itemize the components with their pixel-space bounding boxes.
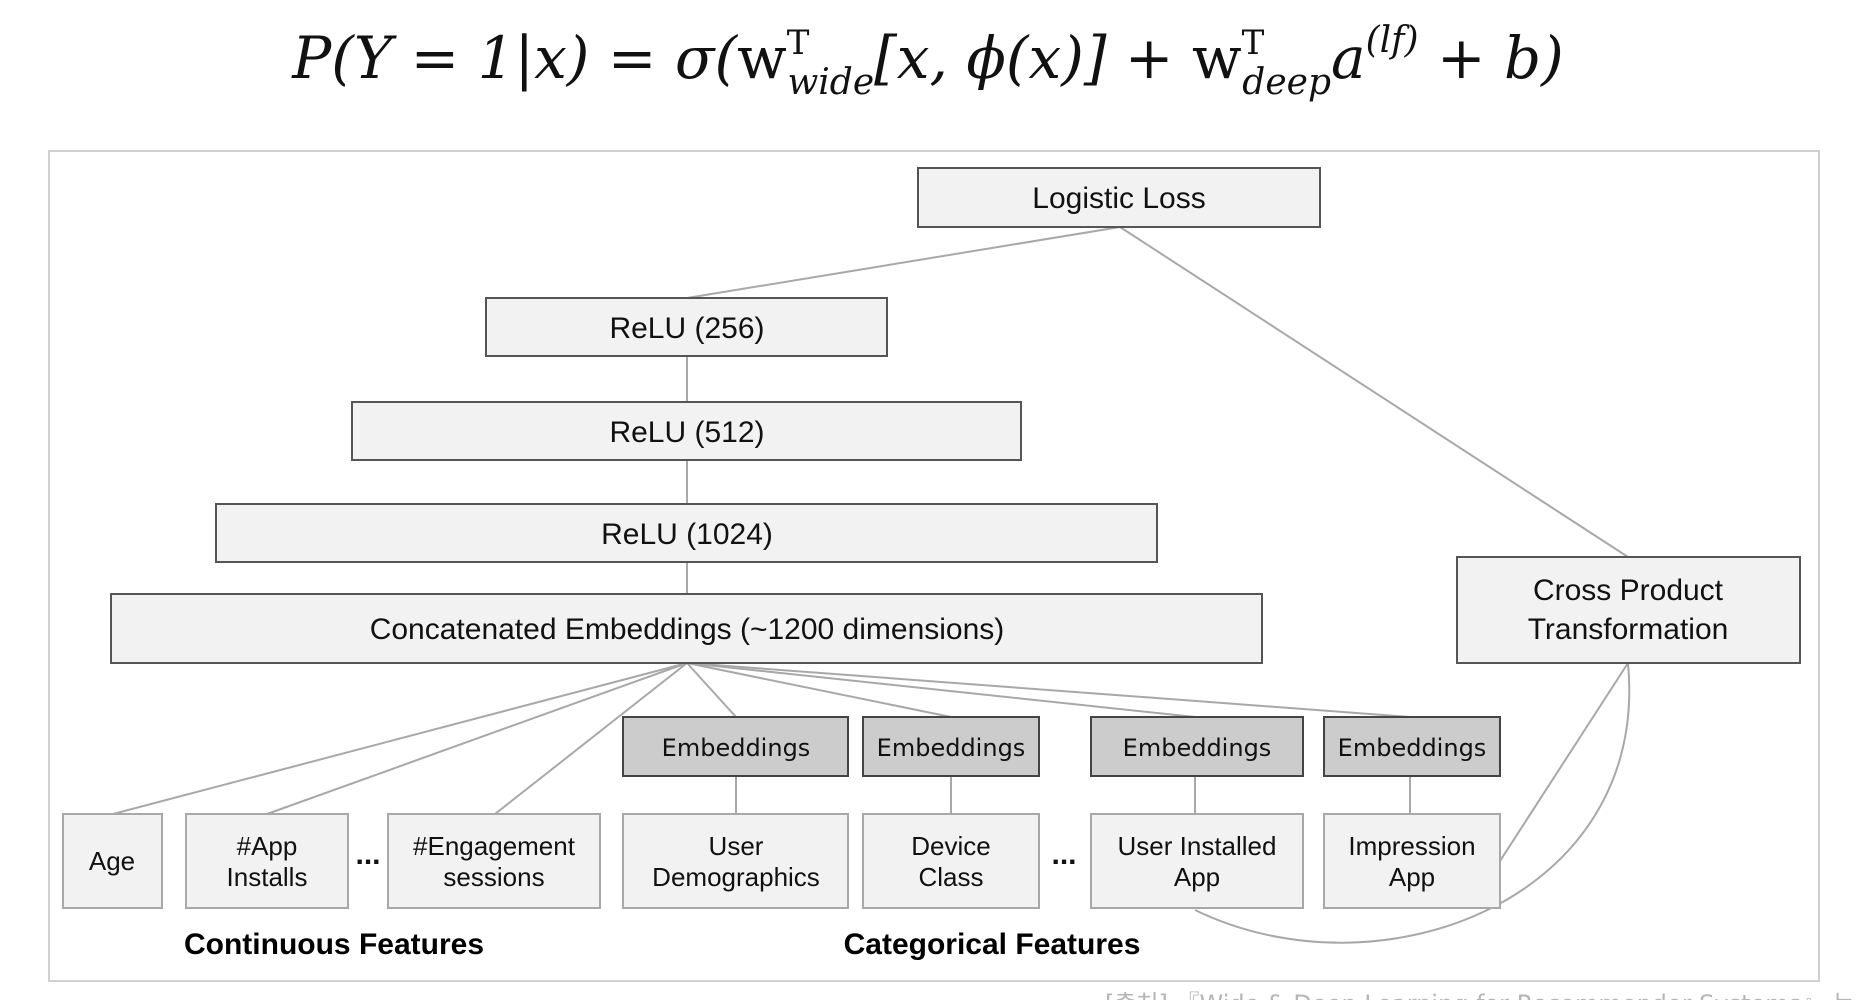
continuous-features: Age #App Installs ... #Engagement sessio… bbox=[62, 813, 601, 961]
feature-label-impression-line1: Impression bbox=[1348, 831, 1475, 861]
feature-box-user-demographics bbox=[622, 813, 849, 909]
formula-w-deep-sub: deep bbox=[1242, 62, 1331, 103]
formula-w-deep-sup: T bbox=[1242, 23, 1265, 63]
embedding-boxes: Embeddings Embeddings Embeddings Embeddi… bbox=[622, 716, 1501, 777]
logistic-loss-node: Logistic Loss bbox=[917, 167, 1321, 228]
relu-256-node: ReLU (256) bbox=[485, 297, 888, 357]
formula-rhs: + b) bbox=[1419, 24, 1564, 92]
line-loss-to-relu256 bbox=[686, 226, 1121, 299]
cross-product-node: Cross Product Transformation bbox=[1456, 556, 1801, 664]
feature-label-age: Age bbox=[89, 846, 135, 876]
cross-product-box bbox=[1456, 556, 1801, 664]
line-crossproduct-impressionapp bbox=[1499, 662, 1629, 862]
embedding-box bbox=[622, 716, 849, 777]
formula-mid: [x, ϕ(x)] + bbox=[874, 24, 1192, 92]
formula-a: a bbox=[1331, 24, 1366, 92]
line-concat-engagement bbox=[494, 662, 688, 815]
line-concat-emb2 bbox=[686, 662, 952, 718]
categorical-features-label: Categorical Features bbox=[844, 928, 1141, 961]
embedding-label: Embeddings bbox=[1338, 734, 1487, 762]
line-concat-emb4 bbox=[686, 662, 1411, 718]
embedding-box bbox=[1323, 716, 1501, 777]
formula-a-sup: (lf) bbox=[1366, 20, 1419, 61]
embedding-box bbox=[1090, 716, 1304, 777]
feature-label-demographics-line2: Demographics bbox=[652, 862, 820, 892]
categorical-features: User Demographics Device Class ... User … bbox=[622, 813, 1501, 961]
embedding-label: Embeddings bbox=[877, 734, 1026, 762]
line-concat-appinstalls bbox=[266, 662, 688, 815]
concat-embeddings-label: Concatenated Embeddings (~1200 dimension… bbox=[370, 613, 1005, 646]
cross-product-label-line2: Transformation bbox=[1528, 613, 1729, 646]
categorical-ellipsis: ... bbox=[1051, 838, 1076, 871]
feature-box-user-installed-app bbox=[1090, 813, 1304, 909]
feature-box-app-installs bbox=[185, 813, 349, 909]
logistic-loss-label: Logistic Loss bbox=[1032, 182, 1205, 215]
feature-label-installed-app-line2: App bbox=[1174, 862, 1220, 892]
embedding-label: Embeddings bbox=[1123, 734, 1272, 762]
relu-1024-label: ReLU (1024) bbox=[601, 518, 773, 551]
relu-1024-box bbox=[215, 503, 1158, 563]
formula-lhs: P(Y = 1|x) = σ( bbox=[291, 24, 738, 92]
formula-w-deep: w bbox=[1192, 24, 1242, 92]
formula-w-wide-sup: T bbox=[787, 23, 810, 63]
relu-512-box bbox=[351, 401, 1022, 461]
feature-label-app-installs-line2: Installs bbox=[227, 862, 308, 892]
feature-box-age bbox=[62, 813, 163, 909]
logistic-loss-box bbox=[917, 167, 1321, 228]
connection-lines bbox=[112, 226, 1631, 944]
feature-box-engagement-sessions bbox=[387, 813, 601, 909]
line-concat-emb1 bbox=[686, 662, 737, 718]
embedding-label: Embeddings bbox=[662, 734, 811, 762]
formula-w-wide: w bbox=[737, 24, 787, 92]
relu-256-label: ReLU (256) bbox=[609, 312, 764, 345]
relu-256-box bbox=[485, 297, 888, 357]
formula-w-wide-sub: wide bbox=[787, 62, 874, 103]
relu-512-label: ReLU (512) bbox=[609, 416, 764, 449]
concat-embeddings-node: Concatenated Embeddings (~1200 dimension… bbox=[110, 593, 1263, 664]
relu-512-node: ReLU (512) bbox=[351, 401, 1022, 461]
concat-embeddings-box bbox=[110, 593, 1263, 664]
source-caption: [출처] 『Wide & Deep Learning for Recommend… bbox=[1105, 990, 1857, 1000]
feature-label-engagement-line1: #Engagement bbox=[413, 831, 576, 861]
feature-label-app-installs-line1: #App bbox=[237, 831, 298, 861]
feature-label-engagement-line2: sessions bbox=[443, 862, 544, 892]
continuous-features-label: Continuous Features bbox=[184, 928, 484, 961]
feature-box-impression-app bbox=[1323, 813, 1501, 909]
line-concat-age bbox=[112, 662, 688, 815]
feature-box-device-class bbox=[862, 813, 1040, 909]
line-loss-to-crossproduct bbox=[1119, 226, 1629, 558]
cross-product-label-line1: Cross Product bbox=[1533, 574, 1724, 607]
continuous-ellipsis: ... bbox=[355, 838, 380, 871]
feature-label-installed-app-line1: User Installed bbox=[1118, 831, 1277, 861]
line-concat-emb3 bbox=[686, 662, 1196, 718]
line-crossproduct-installedapp bbox=[1194, 662, 1631, 944]
embedding-box bbox=[862, 716, 1040, 777]
feature-label-demographics-line1: User bbox=[709, 831, 764, 861]
feature-label-device-line1: Device bbox=[911, 831, 990, 861]
feature-label-device-line2: Class bbox=[918, 862, 983, 892]
relu-1024-node: ReLU (1024) bbox=[215, 503, 1158, 563]
feature-label-impression-line2: App bbox=[1389, 862, 1435, 892]
